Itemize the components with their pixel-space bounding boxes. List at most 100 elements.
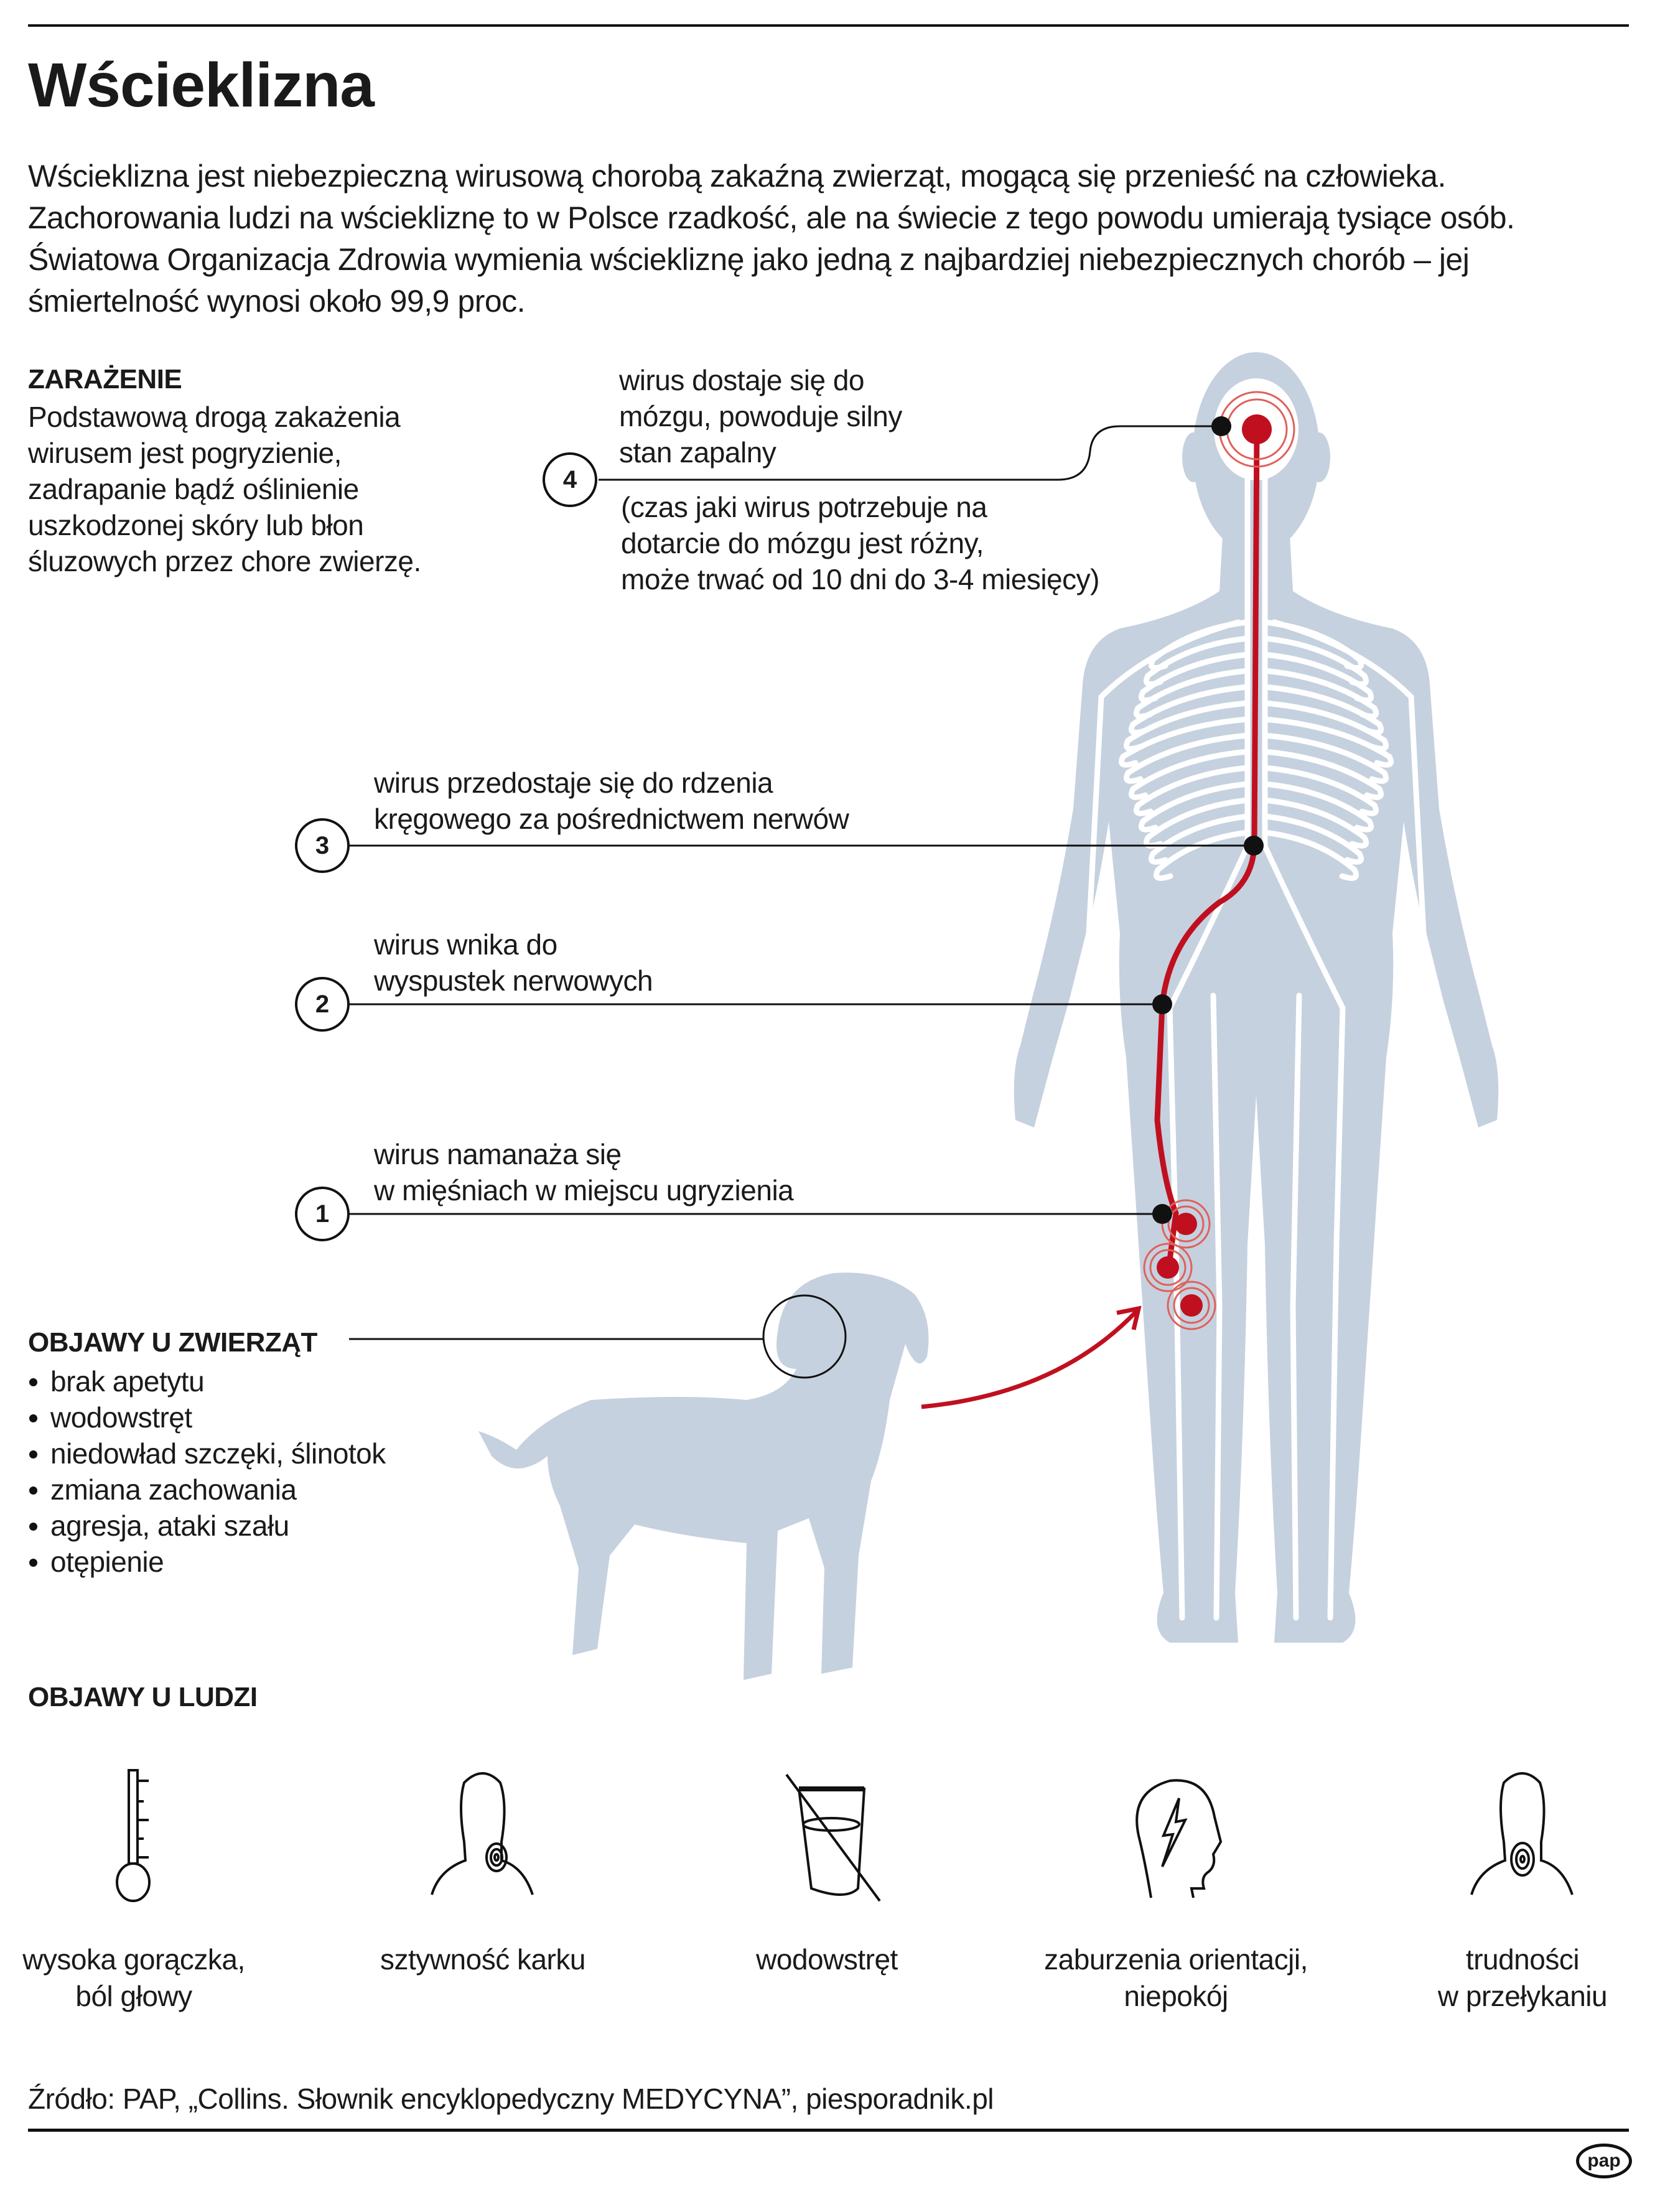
infection-line: śluzowych przez chore zwierzę. <box>28 545 421 577</box>
symptom-item: agresja, ataki szału <box>28 1508 386 1544</box>
thermometer-icon <box>116 1769 151 1902</box>
nerve-line <box>1271 619 1470 1111</box>
bite-dot <box>1175 1213 1197 1235</box>
source-note: Źródło: PAP, „Collins. Słownik encyklope… <box>28 2083 994 2115</box>
symptom-stiff-neck: sztywność karku <box>346 1767 620 1978</box>
nerve-line <box>1262 635 1369 687</box>
animal-symptoms-heading: OBJAWY U ZWIERZĄT <box>28 1327 317 1358</box>
step-4-line: stan zapalny <box>619 436 776 469</box>
nerve-line <box>1129 749 1251 800</box>
neck-icon <box>431 1772 534 1895</box>
step-4-line: wirus dostaje się do <box>619 364 864 396</box>
symptom-hydrophobia: wodowstręt <box>690 1767 964 1978</box>
infection-section: ZARAŻENIE Podstawową drogą zakażenia wir… <box>28 364 421 579</box>
step-2-line: wyspustek nerwowych <box>374 964 653 997</box>
step-2-text: wirus wnika do wyspustek nerwowych <box>374 926 653 999</box>
intro-paragraph: Wścieklizna jest niebezpieczną wirusową … <box>28 159 1515 319</box>
step-4-note-line: może trwać od 10 dni do 3-4 miesięcy) <box>621 563 1099 595</box>
infection-line: zadrapanie bądź oślinienie <box>28 473 359 505</box>
bite-dot <box>1157 1256 1179 1279</box>
symptom-label: wodowstręt <box>756 1943 898 1976</box>
infection-line: wirusem jest pogryzienie, <box>28 437 342 469</box>
nerve-line <box>1262 797 1369 849</box>
throat-icon <box>1470 1772 1574 1895</box>
symptom-label: ból głowy <box>75 1980 192 2012</box>
dog-silhouette <box>349 1272 929 1680</box>
symptom-label: trudności <box>1465 1943 1580 1976</box>
nerve-line <box>1042 619 1241 1111</box>
nerve-line <box>1262 651 1374 703</box>
step-4-note: (czas jaki wirus potrzebuje na dotarcie … <box>621 489 1099 597</box>
arrow-head-icon <box>1116 1305 1142 1330</box>
page-title: Wścieklizna <box>28 50 375 120</box>
step-4-line: mózgu, powoduje silny <box>619 400 902 432</box>
virus-path <box>921 391 1295 1409</box>
symptom-item: niedowład szczęki, ślinotok <box>28 1435 386 1472</box>
step-1-line: w mięśniach w miejscu ugryzienia <box>374 1174 794 1206</box>
step-4-text: wirus dostaje się do mózgu, powoduje sil… <box>619 362 902 470</box>
infection-line: Podstawową drogą zakażenia <box>28 401 401 433</box>
bite-arrow <box>921 1309 1139 1409</box>
symptom-swallowing: trudności w przełykaniu <box>1386 1767 1659 2015</box>
human-body <box>1014 352 1499 1643</box>
nerve-line <box>1262 716 1394 768</box>
step-1-text: wirus namanaża się w mięśniach w miejscu… <box>374 1136 794 1208</box>
symptom-label: zaburzenia orientacji, <box>1044 1943 1308 1976</box>
nerve-line <box>1119 716 1251 768</box>
brain-infection-dot <box>1242 414 1272 444</box>
symptom-label: sztywność karku <box>380 1943 585 1976</box>
step-1-badge: 1 <box>295 1187 350 1241</box>
dog-head-marker <box>762 1294 847 1379</box>
nerve-line <box>1134 668 1251 719</box>
nerve-line <box>1262 732 1389 784</box>
nerve-line <box>1262 829 1359 881</box>
nerve-line <box>1149 813 1251 865</box>
nerve-line <box>1139 651 1251 703</box>
infection-line: uszkodzonej skóry lub błon <box>28 509 364 541</box>
nerve-line <box>1134 765 1251 816</box>
animal-symptoms: OBJAWY U ZWIERZĄT brak apetytu wodowstrę… <box>28 1327 386 1580</box>
bottom-rule <box>28 2129 1629 2132</box>
symptom-disorientation: zaburzenia orientacji, niepokój <box>1039 1767 1313 2015</box>
bite-dot <box>1180 1294 1203 1317</box>
symptom-item: wodowstręt <box>28 1399 386 1435</box>
infection-heading: ZARAŻENIE <box>28 364 182 394</box>
step-2-line: wirus wnika do <box>374 928 557 961</box>
nerve-line <box>1129 684 1251 735</box>
symptom-item: zmiana zachowania <box>28 1472 386 1508</box>
nerve-line <box>1124 700 1251 752</box>
step-3-text: wirus przedostaje się do rdzenia kręgowe… <box>374 765 849 837</box>
symptom-item: otępienie <box>28 1544 386 1580</box>
nerve-line <box>1262 765 1379 816</box>
no-water-glass-icon <box>785 1773 881 1902</box>
nerve-line <box>1144 635 1251 687</box>
symptom-item: brak apetytu <box>28 1363 386 1399</box>
nerve-lines <box>1042 470 1470 1621</box>
step-leaders <box>350 425 1254 1215</box>
symptom-fever: wysoka gorączka, ból głowy <box>0 1767 271 2015</box>
nerve-line <box>1262 700 1389 752</box>
symptom-label: niepokój <box>1124 1980 1228 2012</box>
step-4-note-line: dotarcie do mózgu jest różny, <box>621 527 984 559</box>
step-dots <box>1152 416 1264 1224</box>
top-rule <box>28 24 1629 27</box>
nerve-line <box>1210 992 1223 1621</box>
nerve-line <box>1139 781 1251 833</box>
nerve-line <box>1262 843 1346 1621</box>
symptom-label: w przełykaniu <box>1437 1980 1608 2012</box>
step-3-line: kręgowego za pośrednictwem nerwów <box>374 803 849 835</box>
nerve-line <box>1262 684 1384 735</box>
nerve-line <box>1262 781 1374 833</box>
nerve-line <box>1262 668 1379 719</box>
pap-logo: pap <box>1576 2144 1632 2178</box>
nerve-line <box>1262 749 1384 800</box>
nerve-line <box>1124 732 1251 784</box>
step-4-badge: 4 <box>543 452 597 507</box>
nerve-line <box>1154 829 1251 881</box>
step-1-line: wirus namanaża się <box>374 1138 622 1170</box>
human-symptoms-heading: OBJAWY U LUDZI <box>28 1682 258 1712</box>
head-lightning-icon <box>1135 1779 1223 1898</box>
symptom-label: wysoka gorączka, <box>22 1943 245 1976</box>
